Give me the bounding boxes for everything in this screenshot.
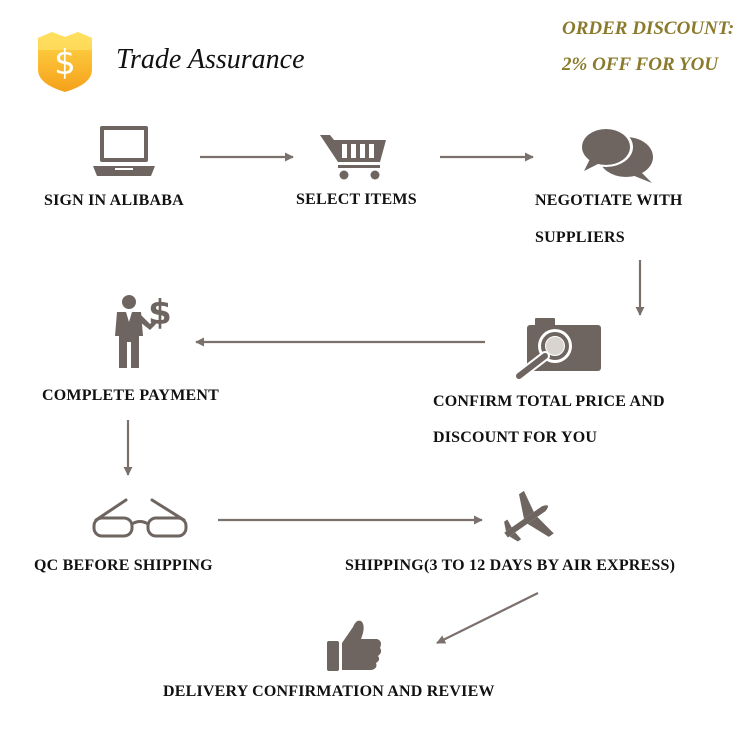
step-label-negotiate-2: SUPPLIERS [535, 229, 625, 246]
step-label-negotiate-1: NEGOTIATE WITH [535, 192, 683, 209]
step-label-complete-payment: COMPLETE PAYMENT [42, 387, 219, 404]
svg-text:$: $ [148, 293, 172, 333]
step-label-sign-in: SIGN IN ALIBABA [44, 192, 184, 209]
step-label-shipping: SHIPPING(3 TO 12 DAYS BY AIR EXPRESS) [345, 557, 676, 574]
promo-line-1: ORDER DISCOUNT: [562, 18, 735, 39]
thumbs-up-icon [327, 620, 382, 671]
shopping-cart-icon [320, 135, 386, 180]
step-label-confirm-2: DISCOUNT FOR YOU [433, 429, 598, 446]
brand-title: Trade Assurance [116, 44, 305, 75]
step-label-qc: QC BEFORE SHIPPING [34, 557, 213, 574]
laptop-icon [93, 126, 155, 176]
promo-line-2: 2% OFF FOR YOU [562, 54, 719, 75]
arrow-shipping-to-delivery [436, 592, 539, 644]
step-label-select-items: SELECT ITEMS [296, 191, 417, 208]
step-label-delivery: DELIVERY CONFIRMATION AND REVIEW [163, 683, 495, 700]
glasses-icon [92, 498, 188, 538]
airplane-icon [504, 490, 554, 542]
magnifier-camera-icon [514, 318, 601, 381]
chat-bubbles-icon [579, 127, 653, 183]
step-label-confirm-1: CONFIRM TOTAL PRICE AND [433, 393, 665, 410]
businessman-dollar-icon: $ [115, 293, 172, 368]
logo-symbol: $ [54, 43, 76, 83]
shield-dollar-icon: $ [38, 32, 92, 92]
